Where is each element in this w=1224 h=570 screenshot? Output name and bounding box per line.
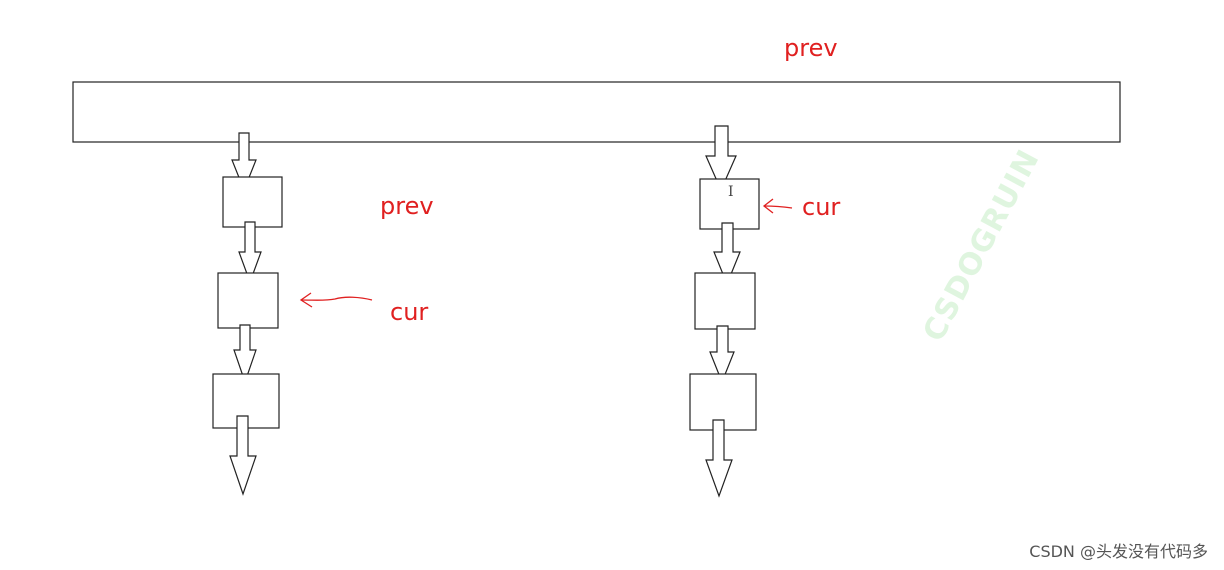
arrow-down-icon — [705, 125, 737, 192]
arrow-down-icon — [238, 221, 262, 284]
bucket-array — [72, 81, 1121, 143]
list-node — [694, 272, 756, 330]
list-node — [217, 272, 279, 329]
cur-label-left: cur — [390, 298, 428, 326]
cur-label-right: cur — [802, 193, 840, 221]
right-chain: I — [689, 125, 760, 498]
credit-text: CSDN @头发没有代码多 — [1029, 542, 1208, 561]
arrow-down-icon — [713, 222, 741, 286]
text-cursor-icon: I — [728, 184, 734, 200]
watermark-text: CSDOGRUIN — [916, 144, 1046, 348]
prev-label-left: prev — [380, 192, 434, 220]
left-chain — [212, 132, 283, 496]
arrow-down-icon — [229, 415, 257, 496]
arrow-down-icon — [231, 132, 257, 192]
pointer-arrow-left — [299, 292, 373, 308]
pointer-arrow-right — [762, 198, 793, 214]
prev-label-top: prev — [784, 34, 838, 62]
arrow-down-icon — [233, 324, 257, 384]
arrow-down-icon — [709, 325, 735, 384]
arrow-down-icon — [705, 419, 733, 498]
list-node — [222, 176, 283, 228]
